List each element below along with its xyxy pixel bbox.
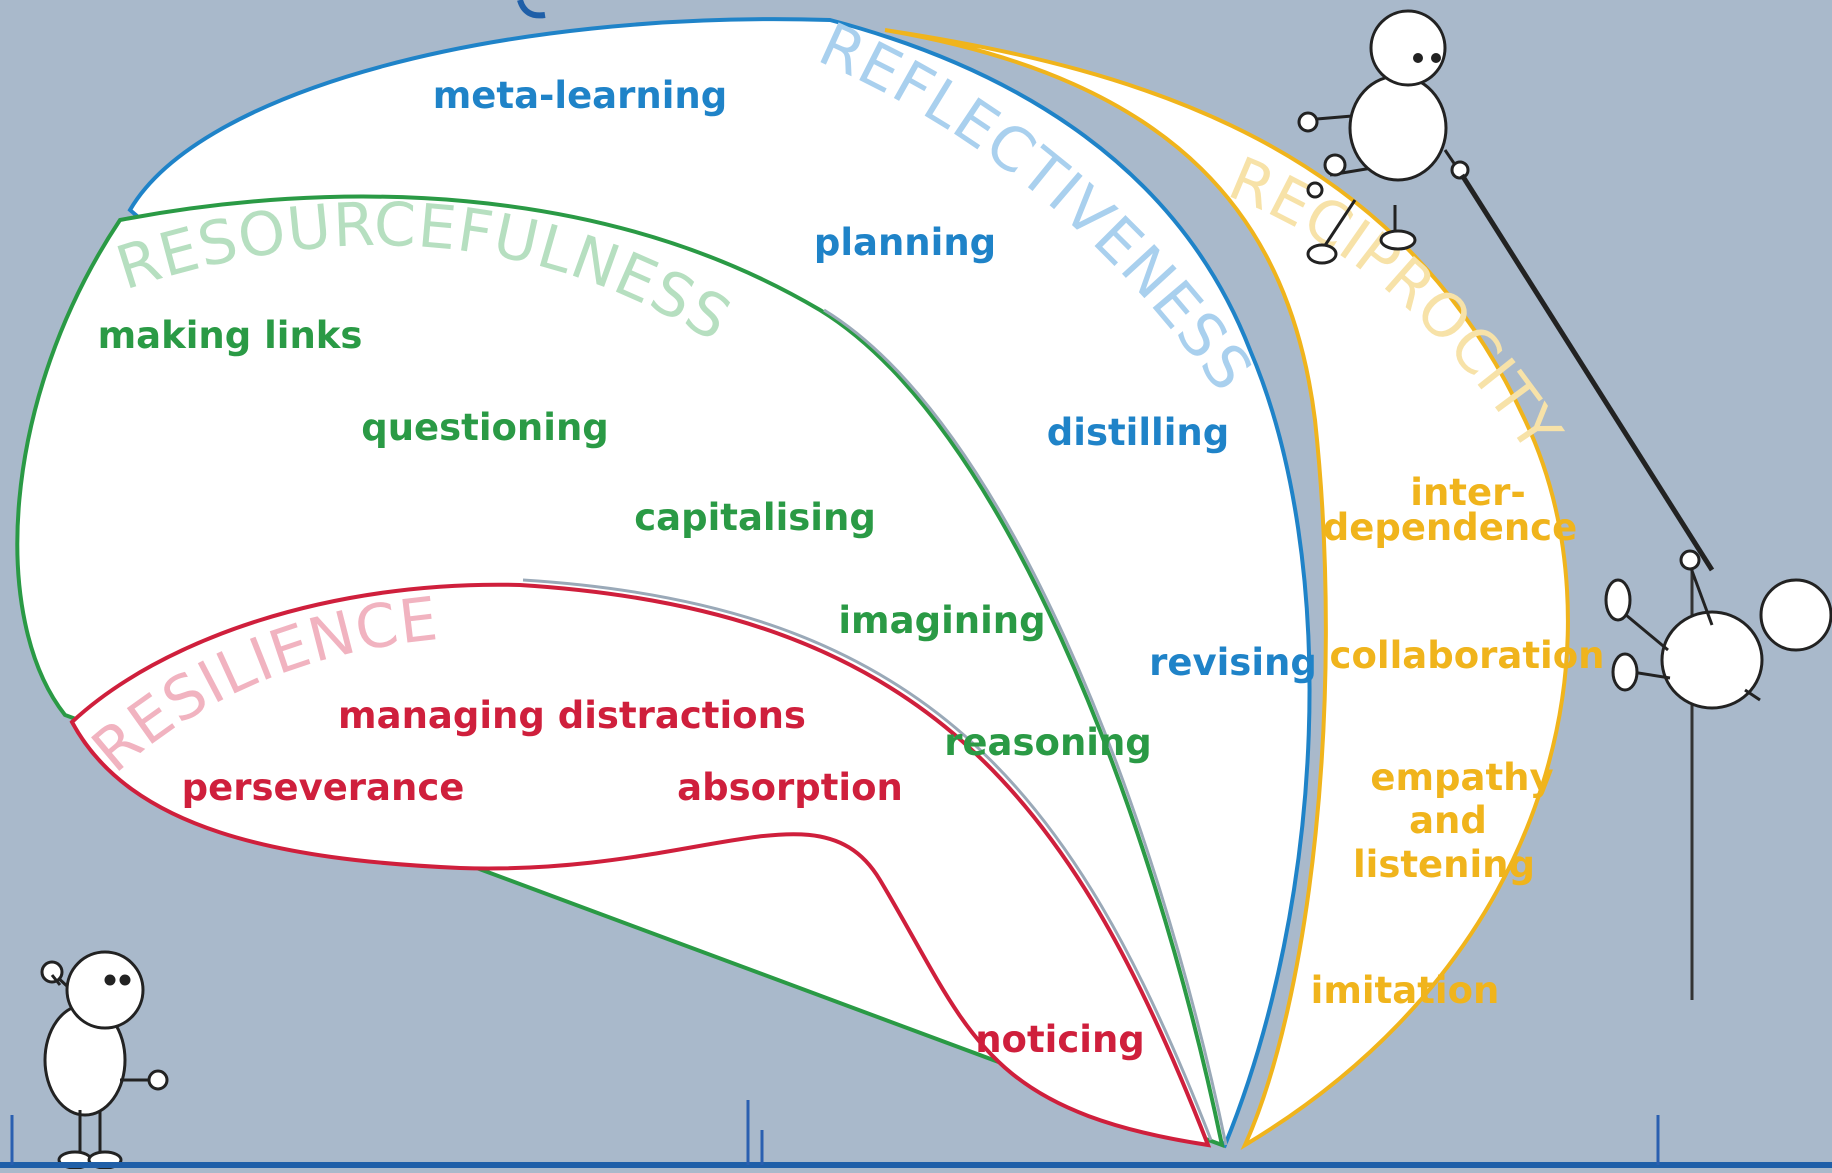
item-managing-distractions: managing distractions	[338, 694, 806, 737]
item-perseverance: perseverance	[182, 766, 465, 809]
item-dependence: dependence	[1323, 506, 1577, 549]
item-collaboration: collaboration	[1330, 634, 1605, 677]
stick-figure-climbing-rope	[1604, 549, 1832, 710]
item-and: and	[1409, 799, 1487, 842]
item-questioning: questioning	[361, 406, 609, 449]
item-absorption: absorption	[677, 766, 903, 809]
resilience-petal	[69, 582, 1212, 1148]
stick-figure-waving	[40, 950, 169, 1170]
item-distilling: distilling	[1047, 411, 1229, 454]
item-empathy: empathy	[1370, 756, 1553, 799]
item-making-links: making links	[98, 314, 363, 357]
stick-figure-pushing	[1297, 9, 1470, 265]
item-planning: planning	[814, 221, 996, 264]
title-fragment	[517, 0, 546, 19]
item-meta-learning: meta-learning	[433, 74, 728, 117]
item-revising: revising	[1149, 641, 1317, 684]
item-imitation: imitation	[1311, 969, 1500, 1012]
item-listening: listening	[1353, 843, 1535, 886]
item-reasoning: reasoning	[944, 721, 1152, 764]
rope	[1459, 173, 1715, 572]
item-noticing: noticing	[975, 1018, 1145, 1061]
item-inter: inter-	[1410, 471, 1525, 514]
reciprocity-petal	[884, 28, 1570, 1150]
item-capitalising: capitalising	[634, 496, 876, 539]
item-imagining: imagining	[838, 599, 1045, 642]
